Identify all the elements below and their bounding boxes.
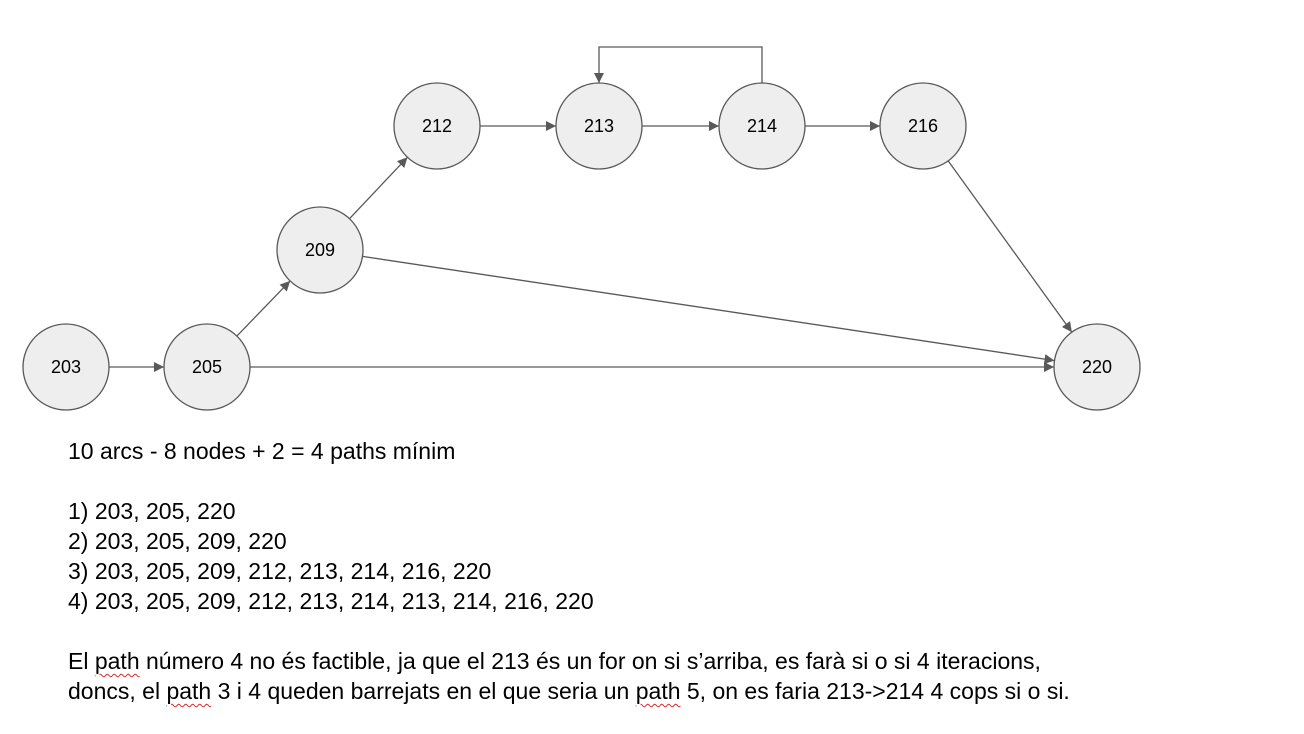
node-213-label: 213 (584, 116, 614, 136)
spellcheck-word: path (166, 678, 212, 704)
node-203-circle (22, 323, 110, 411)
node-214-label: 214 (747, 116, 777, 136)
spellcheck-word: path (635, 678, 681, 704)
node-214-circle (718, 82, 806, 170)
edge-205-209 (236, 280, 291, 337)
node-209: 209 (276, 206, 364, 294)
node-212-label: 212 (422, 116, 452, 136)
node-205: 205 (163, 323, 251, 411)
node-220: 220 (1053, 323, 1141, 411)
node-205-circle (163, 323, 251, 411)
node-203: 203 (22, 323, 110, 411)
node-212-circle (393, 82, 481, 170)
path-4: 4) 203, 205, 209, 212, 213, 214, 213, 21… (68, 588, 594, 614)
node-205-label: 205 (192, 357, 222, 377)
path-2: 2) 203, 205, 209, 220 (68, 528, 287, 554)
edge-214-213 (594, 46, 763, 83)
edge-209-220 (362, 255, 1055, 365)
node-216-label: 216 (908, 116, 938, 136)
node-220-circle (1053, 323, 1141, 411)
node-203-label: 203 (51, 357, 81, 377)
node-209-circle (276, 206, 364, 294)
node-209-label: 209 (305, 240, 335, 260)
node-212: 212 (393, 82, 481, 170)
control-flow-graph: 203 205 209 212 213 214 216 220 (22, 46, 1141, 411)
analysis-text: 10 arcs - 8 nodes + 2 = 4 paths mínim 1)… (68, 436, 1288, 706)
spellcheck-word: path (94, 648, 140, 674)
node-216: 216 (879, 82, 967, 170)
note-line-2: doncs, el path 3 i 4 queden barrejats en… (68, 678, 1070, 704)
edge-216-220 (947, 160, 1073, 333)
node-213: 213 (555, 82, 643, 170)
path-3: 3) 203, 205, 209, 212, 213, 214, 216, 22… (68, 558, 492, 584)
node-216-circle (879, 82, 967, 170)
node-213-circle (555, 82, 643, 170)
node-214: 214 (718, 82, 806, 170)
cyclomatic-formula: 10 arcs - 8 nodes + 2 = 4 paths mínim (68, 438, 456, 464)
edge-209-212 (349, 156, 408, 220)
node-220-label: 220 (1082, 357, 1112, 377)
path-1: 1) 203, 205, 220 (68, 498, 236, 524)
note-line-1: El path número 4 no és factible, ja que … (68, 648, 1041, 674)
